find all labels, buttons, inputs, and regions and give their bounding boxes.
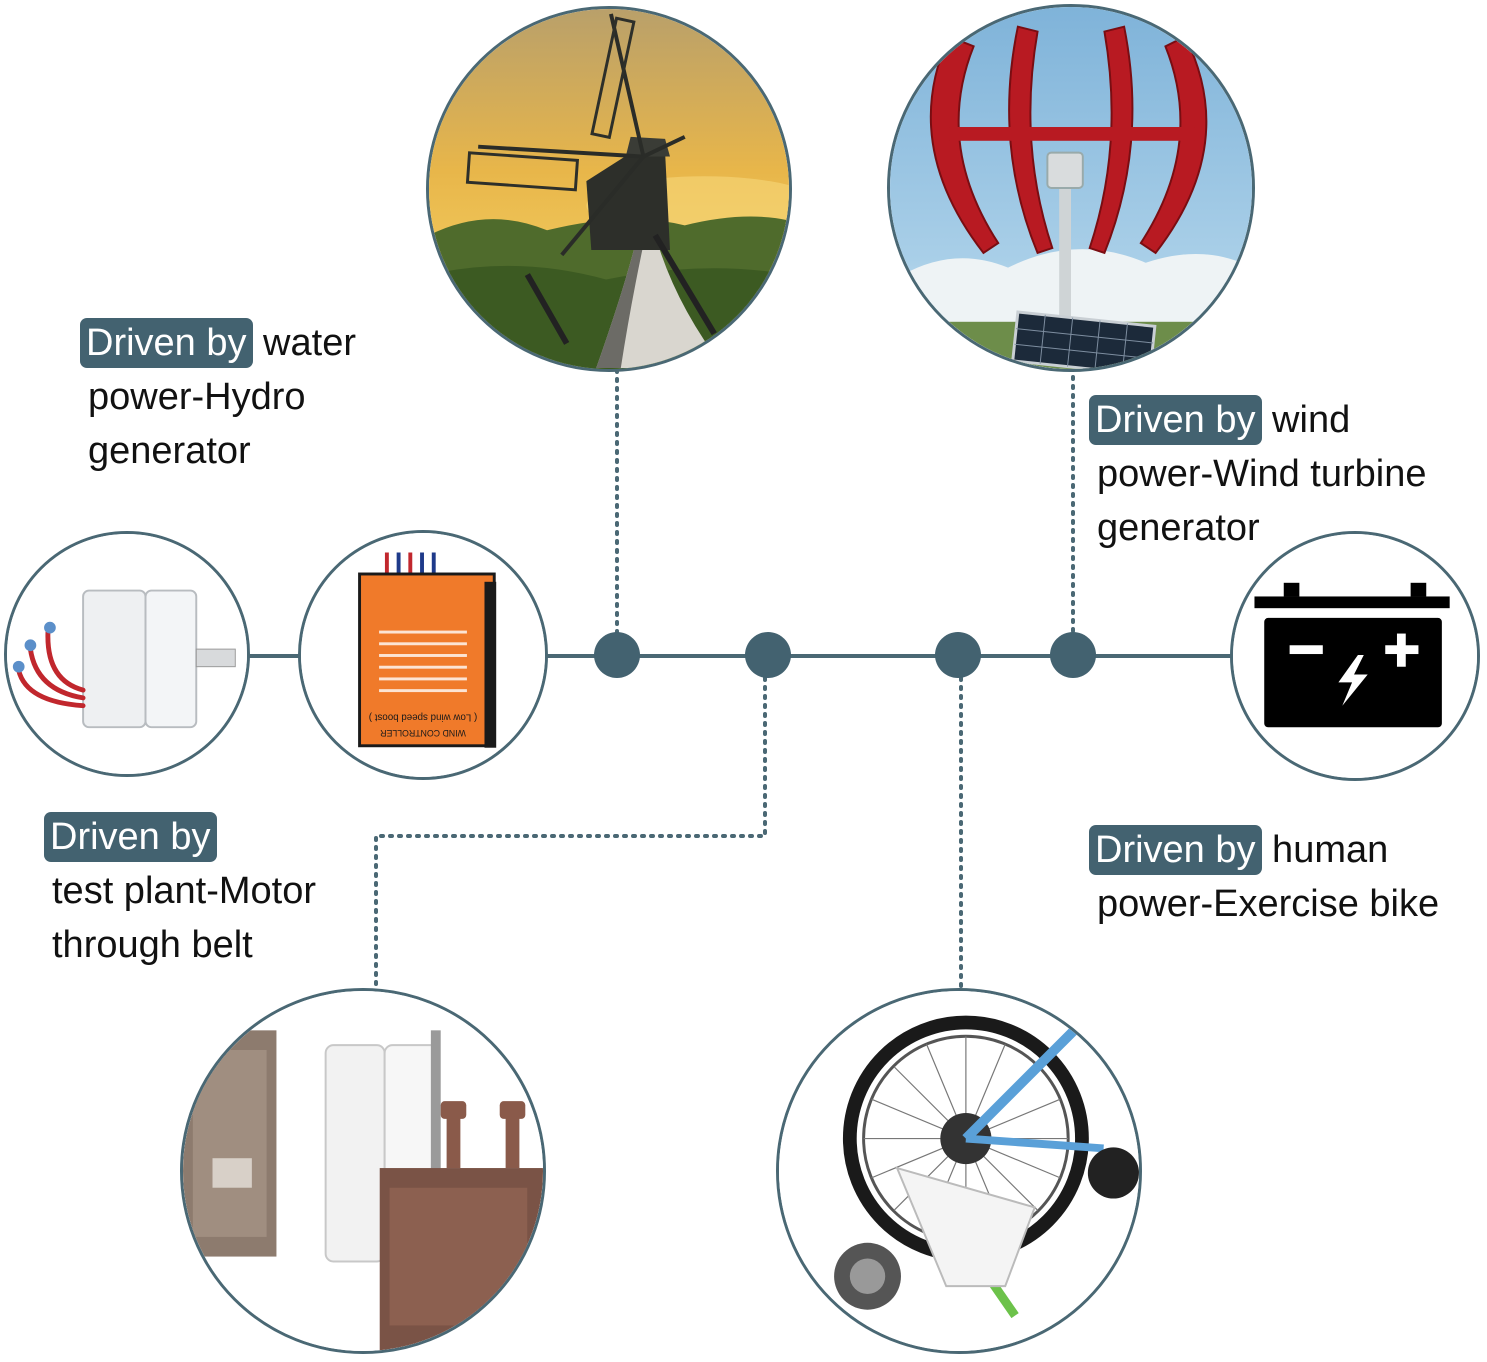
label-human-line2: power-Exercise bike (1097, 883, 1440, 925)
label-wind-rest: wind (1261, 399, 1351, 441)
battery-icon (1233, 534, 1477, 778)
junction-node-4 (1050, 632, 1096, 678)
label-hydro-line2: power-Hydro (88, 376, 306, 418)
junction-node-3 (935, 632, 981, 678)
label-hydro-line3: generator (88, 430, 251, 472)
label-hydro-rest: water (252, 322, 356, 364)
generator-photo (7, 534, 247, 774)
battery-circle (1230, 531, 1480, 781)
dotted-link-belt-motor (374, 676, 767, 992)
label-hydro: Driven by water power-Hydro generator (80, 316, 356, 478)
controller-title: WIND CONTROLLER (380, 728, 466, 738)
vertical-wind-turbine-circle (887, 4, 1255, 372)
driven-by-tag: Driven by (1089, 825, 1262, 875)
label-human: Driven by human power-Exercise bike (1089, 823, 1439, 931)
driven-by-tag: Driven by (44, 812, 217, 862)
vertical-wind-turbine-photo (890, 7, 1252, 369)
label-motor-line3: through belt (52, 924, 253, 966)
wind-controller-photo: ( Low wind speed boost ) WIND CONTROLLER (301, 533, 545, 777)
junction-node-1 (594, 632, 640, 678)
exercise-bike-circle (776, 988, 1142, 1354)
label-wind: Driven by wind power-Wind turbine genera… (1089, 393, 1426, 555)
driven-by-tag: Driven by (1089, 395, 1262, 445)
generator-circle (4, 531, 250, 777)
exercise-bike-photo (779, 991, 1139, 1351)
label-wind-line3: generator (1097, 507, 1260, 549)
controller-circle: ( Low wind speed boost ) WIND CONTROLLER (298, 530, 548, 780)
junction-node-2 (745, 632, 791, 678)
controller-subtitle: ( Low wind speed boost ) (369, 712, 477, 723)
label-wind-line2: power-Wind turbine (1097, 453, 1427, 495)
belt-motor-photo (183, 991, 543, 1351)
label-human-rest: human (1261, 829, 1389, 871)
label-motor: Driven by test plant-Motor through belt (44, 810, 316, 972)
label-motor-line2: test plant-Motor (52, 870, 316, 912)
windmill-photo (429, 9, 789, 369)
windmill-circle (426, 6, 792, 372)
belt-motor-circle (180, 988, 546, 1354)
driven-by-tag: Driven by (80, 318, 253, 368)
